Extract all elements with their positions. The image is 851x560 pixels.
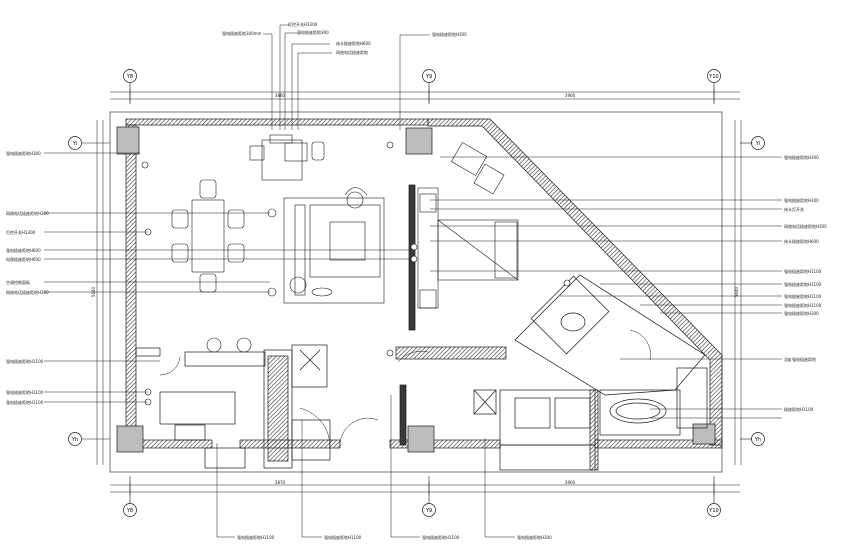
dimension-bottom-left: 3870 <box>275 480 286 485</box>
axis-label: Y9 <box>425 508 432 514</box>
axis-bubble-y8-top: Y8 <box>123 69 137 83</box>
callout-top-4: 床头插座距地H600 <box>336 40 371 46</box>
axis-label: Y8 <box>126 508 133 514</box>
outlet-symbols <box>141 141 571 406</box>
callout-right-6: 强电插座距地H1100 <box>784 268 822 274</box>
callout-left-7: 网络电话插座距地H300 <box>6 289 49 295</box>
callout-right-5: 床头插座距地H600 <box>784 238 819 244</box>
axis-label: Y9 <box>425 74 432 80</box>
axis-label: Yi <box>72 141 77 147</box>
dimension-right: 5640 <box>734 286 739 297</box>
callout-left-3: 灯控开关H1300 <box>6 229 36 235</box>
callout-top-1: 强电插座距地300mm <box>222 30 262 36</box>
callout-top-2: 灯控开关H1300 <box>288 21 318 27</box>
callout-bottom-4: 强电插座距地H300 <box>517 534 552 540</box>
furniture-lounge-chair <box>450 142 505 195</box>
callout-top-3: 弱电插座距地300 <box>297 29 329 35</box>
axis-bubble-y9-top: Y9 <box>422 69 436 83</box>
leader-lines <box>44 24 782 538</box>
axis-label: Y10 <box>708 508 718 514</box>
callout-right-4: 网络电话插座距地H300 <box>784 223 827 229</box>
callout-left-9: 强电插座距地H1100 <box>6 389 44 395</box>
callout-left-6: 空调控制面板 <box>6 279 30 285</box>
furniture-bed <box>417 187 519 309</box>
dimension-lines <box>96 89 742 495</box>
door-swings <box>159 329 651 449</box>
axis-label: Yh <box>71 437 78 443</box>
furniture-sofa-set <box>283 187 385 304</box>
exterior-walls <box>125 118 723 449</box>
furniture-dining-table <box>171 179 245 293</box>
callout-right-7: 强电插座距地H1100 <box>784 281 822 287</box>
axis-bubble-y8-bottom: Y8 <box>123 503 137 517</box>
callout-right-2: 强电插座距地H300 <box>784 197 819 203</box>
axis-bubble-yi-right: Yi <box>751 136 765 150</box>
dimension-bottom-right: 3900 <box>565 480 576 485</box>
callout-right-1: 强电插座距地H300 <box>784 154 819 160</box>
callout-right-10: 强电插座距地H300 <box>784 310 819 316</box>
axis-label: Y8 <box>126 74 133 80</box>
axis-bubble-yh-left: Yh <box>68 432 82 446</box>
callout-right-3: 床头灯开关 <box>784 206 804 212</box>
callout-top-6: 强电插座距地H300 <box>432 31 467 37</box>
callout-left-10: 强电插座距地H1100 <box>6 399 44 405</box>
callout-bottom-2: 强电插座距地H1100 <box>324 534 362 540</box>
callout-left-5: 电视插座距地H600 <box>6 256 41 262</box>
callout-bottom-1: 强电插座距地H1100 <box>237 534 275 540</box>
axis-label: Yi <box>755 141 760 147</box>
callout-left-8: 强电插座距地H1100 <box>6 358 44 364</box>
callout-left-4: 强电插座距地H600 <box>6 247 41 253</box>
dimension-top-right: 3900 <box>565 93 576 98</box>
axis-bubble-yi-left: Yi <box>68 136 82 150</box>
axis-bubble-y10-top: Y10 <box>707 69 721 83</box>
axis-bubble-yh-right: Yh <box>751 432 765 446</box>
callout-right-8: 强电插座距地H1100 <box>784 293 822 299</box>
callout-left-1: 强电插座距地H300 <box>6 150 41 156</box>
furniture-kitchen-stools <box>206 337 252 353</box>
axis-bubble-y10-bottom: Y10 <box>707 503 721 517</box>
axis-label: Y10 <box>708 74 718 80</box>
callout-bottom-3: 强电插座距地H1100 <box>422 534 460 540</box>
callout-right-12: 插座距地H1100 <box>784 406 814 412</box>
structural-columns <box>116 126 716 453</box>
axis-label: Yh <box>754 437 761 443</box>
furniture-desk-chair <box>249 134 325 181</box>
axis-bubble-y9-bottom: Y9 <box>422 503 436 517</box>
callout-right-11: 浴缸强电插座距地 <box>784 356 816 362</box>
callout-right-9: 强电插座距地H1100 <box>784 302 822 308</box>
callout-left-2: 网络电话插座距地H300 <box>6 210 49 216</box>
callout-top-5: 网络电话插座距地 <box>336 49 368 55</box>
